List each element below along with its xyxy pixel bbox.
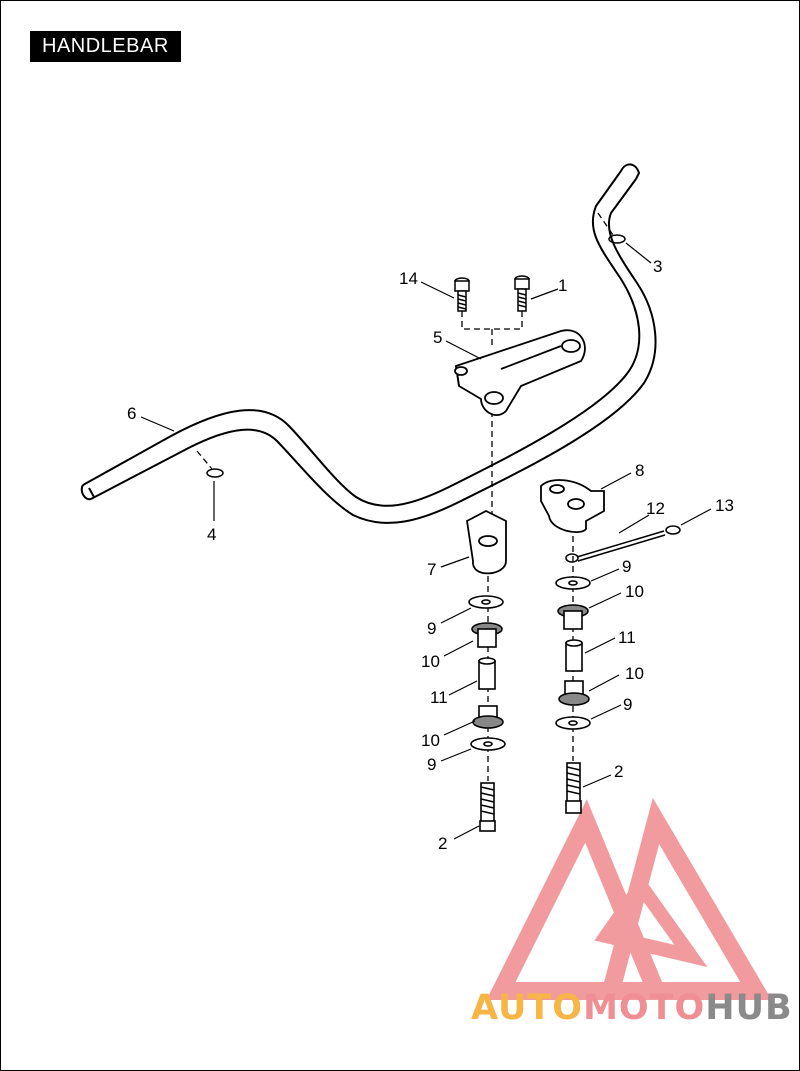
callout-11-right: 11 (618, 628, 636, 647)
callout-9-right-lower: 9 (623, 695, 632, 714)
alignment-ring-left (206, 468, 224, 478)
watermark-auto: AUTO (471, 988, 583, 1028)
callout-2-right: 2 (614, 762, 623, 781)
clamp-screw-left (454, 277, 470, 312)
callout-4: 4 (207, 525, 216, 544)
watermark-text: AUTOMOTOHUB (471, 988, 793, 1028)
page-title: HANDLEBAR (30, 31, 181, 62)
callout-9-right-upper: 9 (622, 557, 631, 576)
left-riser (466, 509, 507, 575)
clamp-screw-right (514, 275, 530, 312)
callout-7: 7 (427, 560, 436, 579)
watermark-logo (486, 797, 772, 1000)
callout-10-right-lower: 10 (625, 664, 644, 683)
top-clamp (454, 329, 586, 416)
callout-3: 3 (653, 257, 662, 276)
callout-leaders (140, 242, 712, 840)
callout-10-left-lower: 10 (421, 731, 440, 750)
callout-13: 13 (715, 496, 734, 515)
callout-10-left-upper: 10 (421, 652, 440, 671)
left-mount-stack (468, 595, 506, 832)
callout-8: 8 (635, 461, 644, 480)
right-riser (540, 479, 605, 533)
callout-14: 14 (399, 269, 418, 288)
callout-2-left: 2 (438, 834, 447, 853)
ground-strap (565, 525, 681, 563)
callout-11-left: 11 (430, 688, 448, 707)
callout-5: 5 (433, 328, 442, 347)
callout-1: 1 (558, 276, 567, 295)
handlebar-tube (80, 163, 657, 524)
callout-9-left-lower: 9 (427, 755, 436, 774)
callout-10-right-upper: 10 (625, 582, 644, 601)
callout-9-left-upper: 9 (427, 619, 436, 638)
right-mount-stack (555, 576, 591, 814)
alignment-ring-right (608, 234, 626, 244)
watermark-moto: MOTO (583, 988, 705, 1028)
watermark-hub: HUB (705, 988, 792, 1028)
callout-12: 12 (646, 499, 665, 518)
callout-labels: 14 1 3 5 6 4 8 12 13 7 9 10 11 10 9 2 9 … (127, 257, 734, 853)
callout-6: 6 (127, 404, 136, 423)
